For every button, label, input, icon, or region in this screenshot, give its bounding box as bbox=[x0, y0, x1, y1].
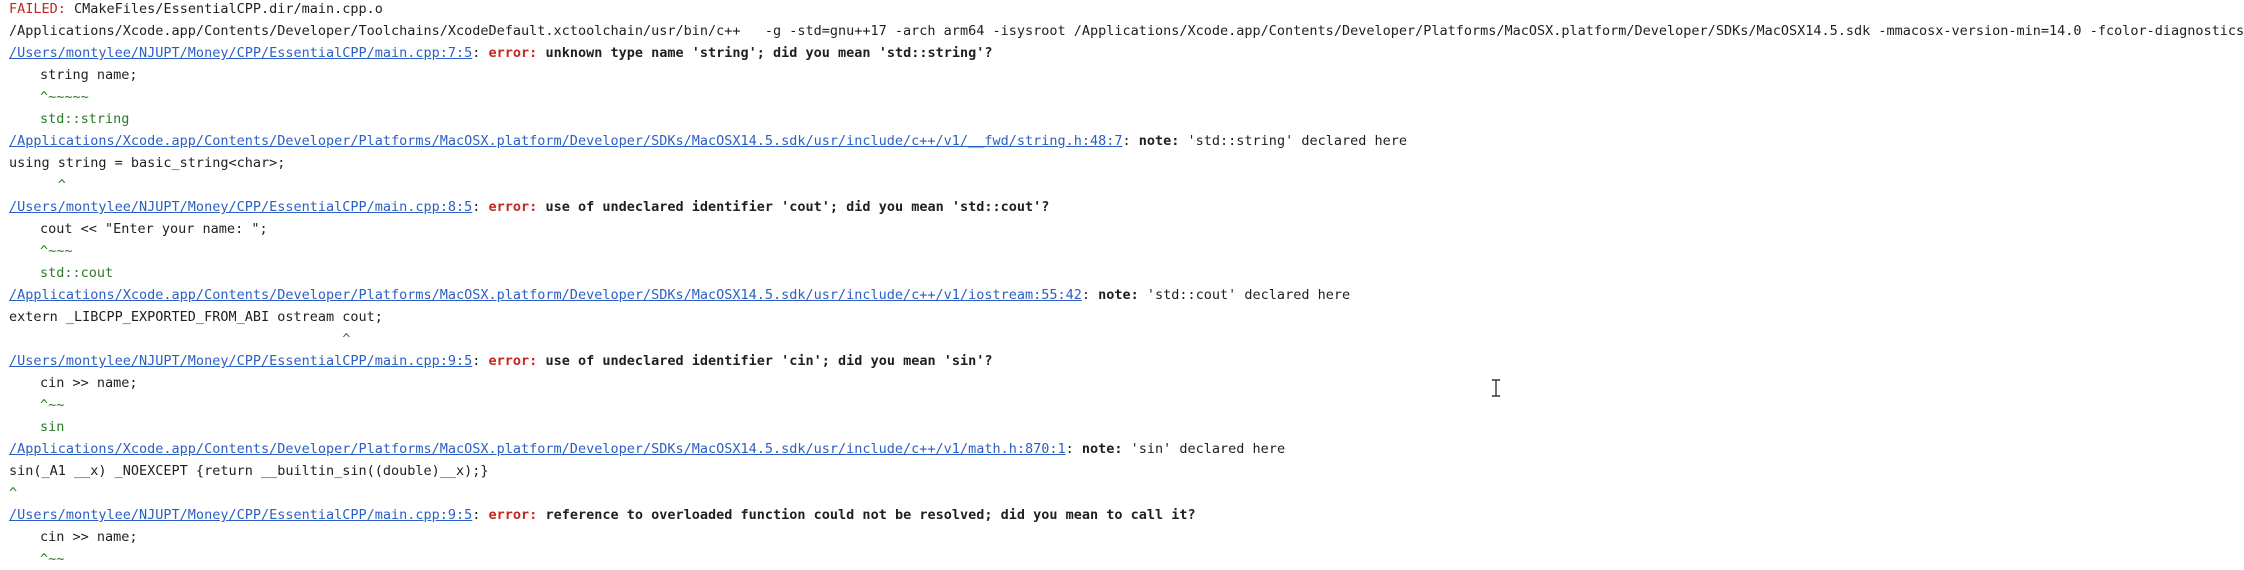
diagnostic-header: /Applications/Xcode.app/Contents/Develop… bbox=[9, 284, 1350, 306]
diagnostic-location-link[interactable]: /Applications/Xcode.app/Contents/Develop… bbox=[9, 441, 1066, 457]
diagnostic-fixit-line: std::string bbox=[40, 111, 130, 127]
diagnostic-kind-error: error: bbox=[488, 353, 538, 369]
diagnostic-kind-error: error: bbox=[488, 199, 538, 215]
diagnostic-code-line: sin(_A1 __x) _NOEXCEPT {return __builtin… bbox=[9, 463, 489, 479]
diagnostic-header: /Applications/Xcode.app/Contents/Develop… bbox=[9, 438, 1285, 460]
diagnostic-fixit-line: sin bbox=[40, 419, 65, 435]
diagnostic-message: unknown type name 'string'; did you mean… bbox=[537, 45, 993, 61]
diagnostic-caret-line: ^~~~~~ bbox=[40, 89, 89, 105]
diagnostic-code-line: string name; bbox=[40, 67, 138, 83]
diagnostic-code-line: using string = basic_string<char>; bbox=[9, 155, 286, 171]
diagnostic-caret-line: ^~~ bbox=[40, 397, 65, 413]
diagnostic-message: 'sin' declared here bbox=[1122, 441, 1286, 457]
diagnostic-separator: : bbox=[472, 45, 489, 61]
diagnostic-message: 'std::string' declared here bbox=[1179, 133, 1407, 149]
diagnostic-message: use of undeclared identifier 'cout'; did… bbox=[537, 199, 1050, 215]
diagnostic-separator: : bbox=[472, 507, 489, 523]
failed-line: FAILED: CMakeFiles/EssentialCPP.dir/main… bbox=[9, 0, 383, 20]
diagnostic-message: reference to overloaded function could n… bbox=[537, 507, 1196, 523]
diagnostic-separator: : bbox=[472, 353, 489, 369]
diagnostic-kind-error: error: bbox=[488, 45, 538, 61]
diagnostic-code-line: cout << "Enter your name: "; bbox=[40, 221, 268, 237]
failed-label: FAILED: bbox=[9, 1, 66, 17]
diagnostic-message: 'std::cout' declared here bbox=[1138, 287, 1351, 303]
compile-command: /Applications/Xcode.app/Contents/Develop… bbox=[9, 23, 2244, 39]
diagnostic-kind-note: note: bbox=[1138, 133, 1180, 149]
diagnostic-caret-line: ^~~ bbox=[40, 551, 65, 567]
diagnostic-location-link[interactable]: /Users/montylee/NJUPT/Money/CPP/Essentia… bbox=[9, 45, 473, 61]
text-cursor-icon bbox=[1492, 379, 1500, 397]
diagnostic-code-line: cin >> name; bbox=[40, 529, 138, 545]
diagnostic-kind-note: note: bbox=[1098, 287, 1139, 303]
diagnostic-fixit-line: std::cout bbox=[40, 265, 114, 281]
diagnostic-separator: : bbox=[472, 199, 489, 215]
diagnostic-kind-error: error: bbox=[488, 507, 538, 523]
diagnostic-code-line: extern _LIBCPP_EXPORTED_FROM_ABI ostream… bbox=[9, 309, 383, 325]
diagnostic-header: /Users/montylee/NJUPT/Money/CPP/Essentia… bbox=[9, 350, 992, 372]
diagnostic-caret-line: ^ bbox=[9, 485, 18, 501]
diagnostic-location-link[interactable]: /Applications/Xcode.app/Contents/Develop… bbox=[9, 133, 1123, 149]
diagnostic-separator: : bbox=[1065, 441, 1082, 457]
diagnostic-caret-line: ^ bbox=[9, 177, 66, 193]
diagnostic-location-link[interactable]: /Users/montylee/NJUPT/Money/CPP/Essentia… bbox=[9, 507, 473, 523]
diagnostic-kind-note: note: bbox=[1081, 441, 1123, 457]
diagnostic-header: /Users/montylee/NJUPT/Money/CPP/Essentia… bbox=[9, 42, 992, 64]
diagnostic-header: /Users/montylee/NJUPT/Money/CPP/Essentia… bbox=[9, 504, 1196, 526]
diagnostic-header: /Applications/Xcode.app/Contents/Develop… bbox=[9, 130, 1407, 152]
diagnostic-code-line: cin >> name; bbox=[40, 375, 138, 391]
diagnostic-caret-line: ^~~~ bbox=[40, 243, 73, 259]
diagnostic-location-link[interactable]: /Users/montylee/NJUPT/Money/CPP/Essentia… bbox=[9, 353, 473, 369]
diagnostic-caret-line: ^ bbox=[9, 331, 351, 347]
diagnostic-location-link[interactable]: /Applications/Xcode.app/Contents/Develop… bbox=[9, 287, 1082, 303]
failed-target: CMakeFiles/EssentialCPP.dir/main.cpp.o bbox=[65, 1, 383, 17]
diagnostic-message: use of undeclared identifier 'cin'; did … bbox=[537, 353, 993, 369]
diagnostic-separator: : bbox=[1122, 133, 1139, 149]
diagnostic-header: /Users/montylee/NJUPT/Money/CPP/Essentia… bbox=[9, 196, 1049, 218]
diagnostic-separator: : bbox=[1081, 287, 1099, 303]
diagnostic-location-link[interactable]: /Users/montylee/NJUPT/Money/CPP/Essentia… bbox=[9, 199, 473, 215]
